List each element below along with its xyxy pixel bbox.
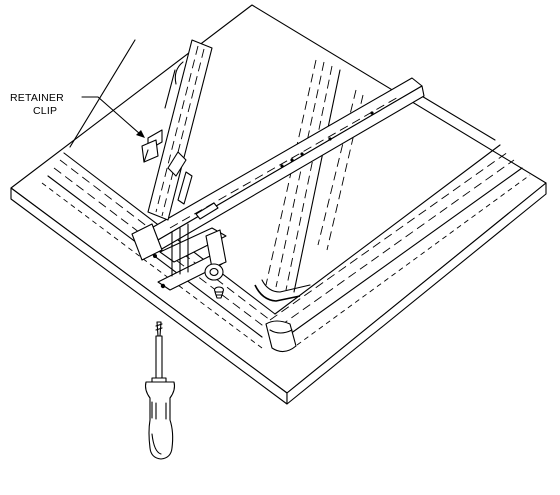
leader-arrowhead	[136, 130, 145, 138]
retainer-clip	[141, 129, 163, 163]
channel-arm	[147, 39, 213, 221]
callout-label-line2: CLIP	[33, 105, 57, 117]
operator-arm	[147, 77, 425, 251]
base-plate	[10, 4, 547, 405]
retainer-clip-callout: RETAINER CLIP	[10, 92, 145, 138]
leader-line	[81, 96, 141, 135]
callout-label-line1: RETAINER	[10, 92, 64, 104]
screwdriver	[144, 321, 176, 460]
screw	[213, 286, 225, 299]
operator-bracket	[131, 223, 227, 291]
frame-flange	[41, 39, 531, 353]
